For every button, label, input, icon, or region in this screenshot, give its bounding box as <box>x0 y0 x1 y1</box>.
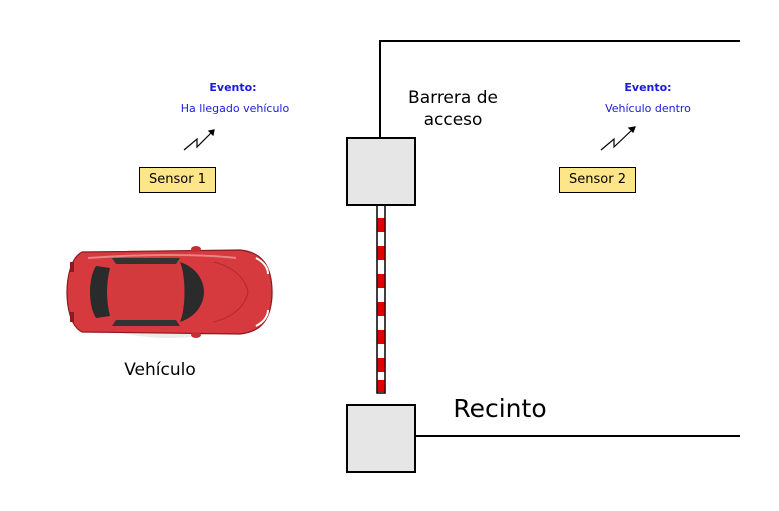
event-2-text: Vehículo dentro <box>605 102 691 115</box>
event-2-title: Evento: <box>624 81 672 94</box>
sensor-2: Sensor 2 <box>559 167 636 193</box>
event-1-title: Evento: <box>209 81 257 94</box>
vehicle-label: Vehículo <box>124 360 196 380</box>
barrier-post-top <box>346 137 416 206</box>
signal-icon-2 <box>600 126 636 151</box>
enclosure-walls <box>379 40 740 437</box>
barrier-arm <box>376 204 386 394</box>
sensor-1: Sensor 1 <box>139 167 216 193</box>
barrier-label: Barrera de acceso <box>388 87 518 131</box>
barrier-label-line2: acceso <box>423 110 483 130</box>
signal-icon-1 <box>183 129 215 151</box>
barrier-post-bottom <box>346 404 416 473</box>
event-1-text: Ha llegado vehículo <box>180 102 290 115</box>
car-icon <box>66 246 274 338</box>
enclosure-label: Recinto <box>453 394 547 423</box>
barrier-label-line1: Barrera de <box>408 88 498 108</box>
